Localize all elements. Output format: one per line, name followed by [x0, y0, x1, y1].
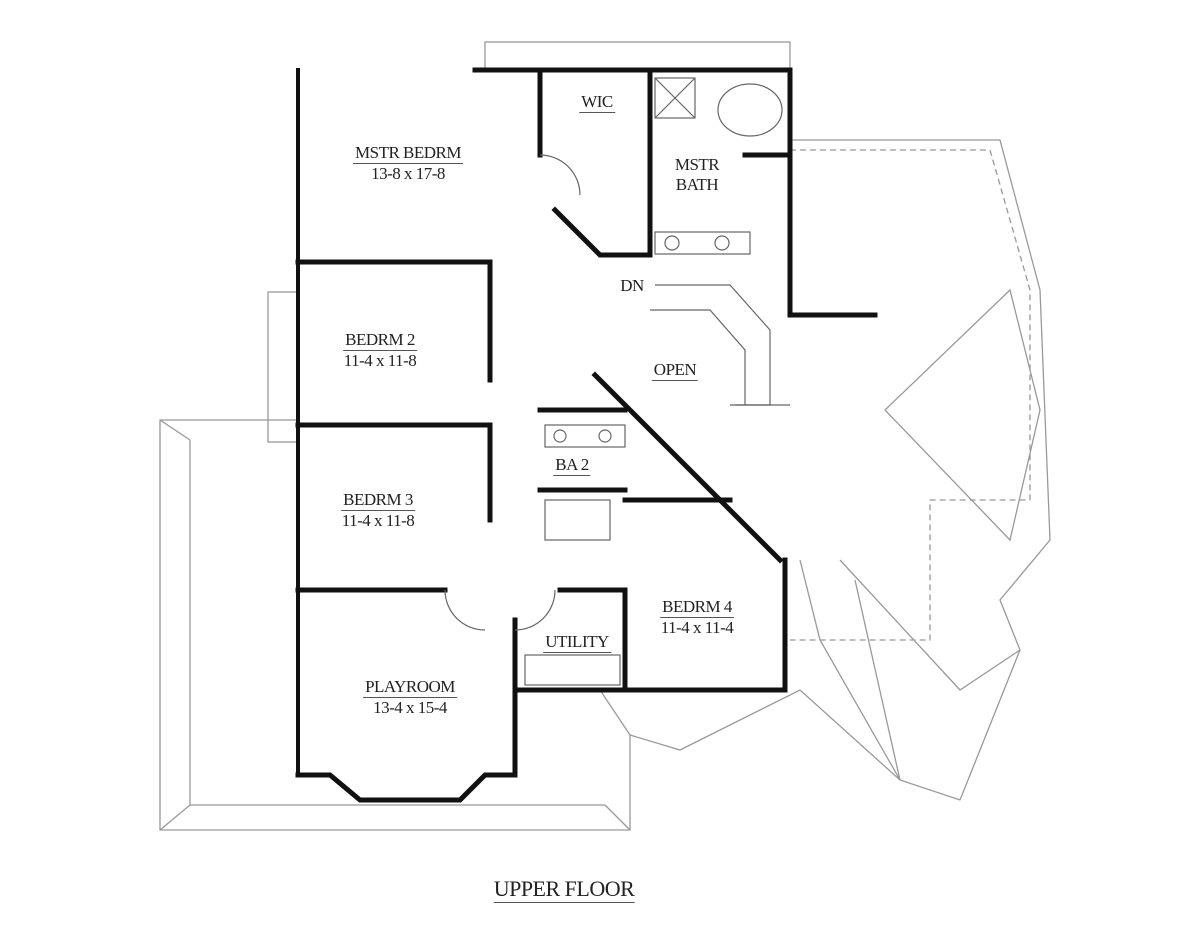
roof-outlines	[159, 41, 1051, 831]
stairs-down-label: DN	[620, 276, 644, 295]
walls	[295, 67, 878, 803]
fixtures	[444, 77, 790, 686]
room-master-bath: MSTR BATH	[674, 155, 720, 194]
room-open: OPEN	[651, 360, 699, 381]
room-wic: WIC	[579, 92, 615, 113]
room-utility: UTILITY	[543, 632, 611, 653]
plan-title: UPPER FLOOR	[493, 876, 635, 903]
room-bath-2: BA 2	[553, 455, 591, 476]
